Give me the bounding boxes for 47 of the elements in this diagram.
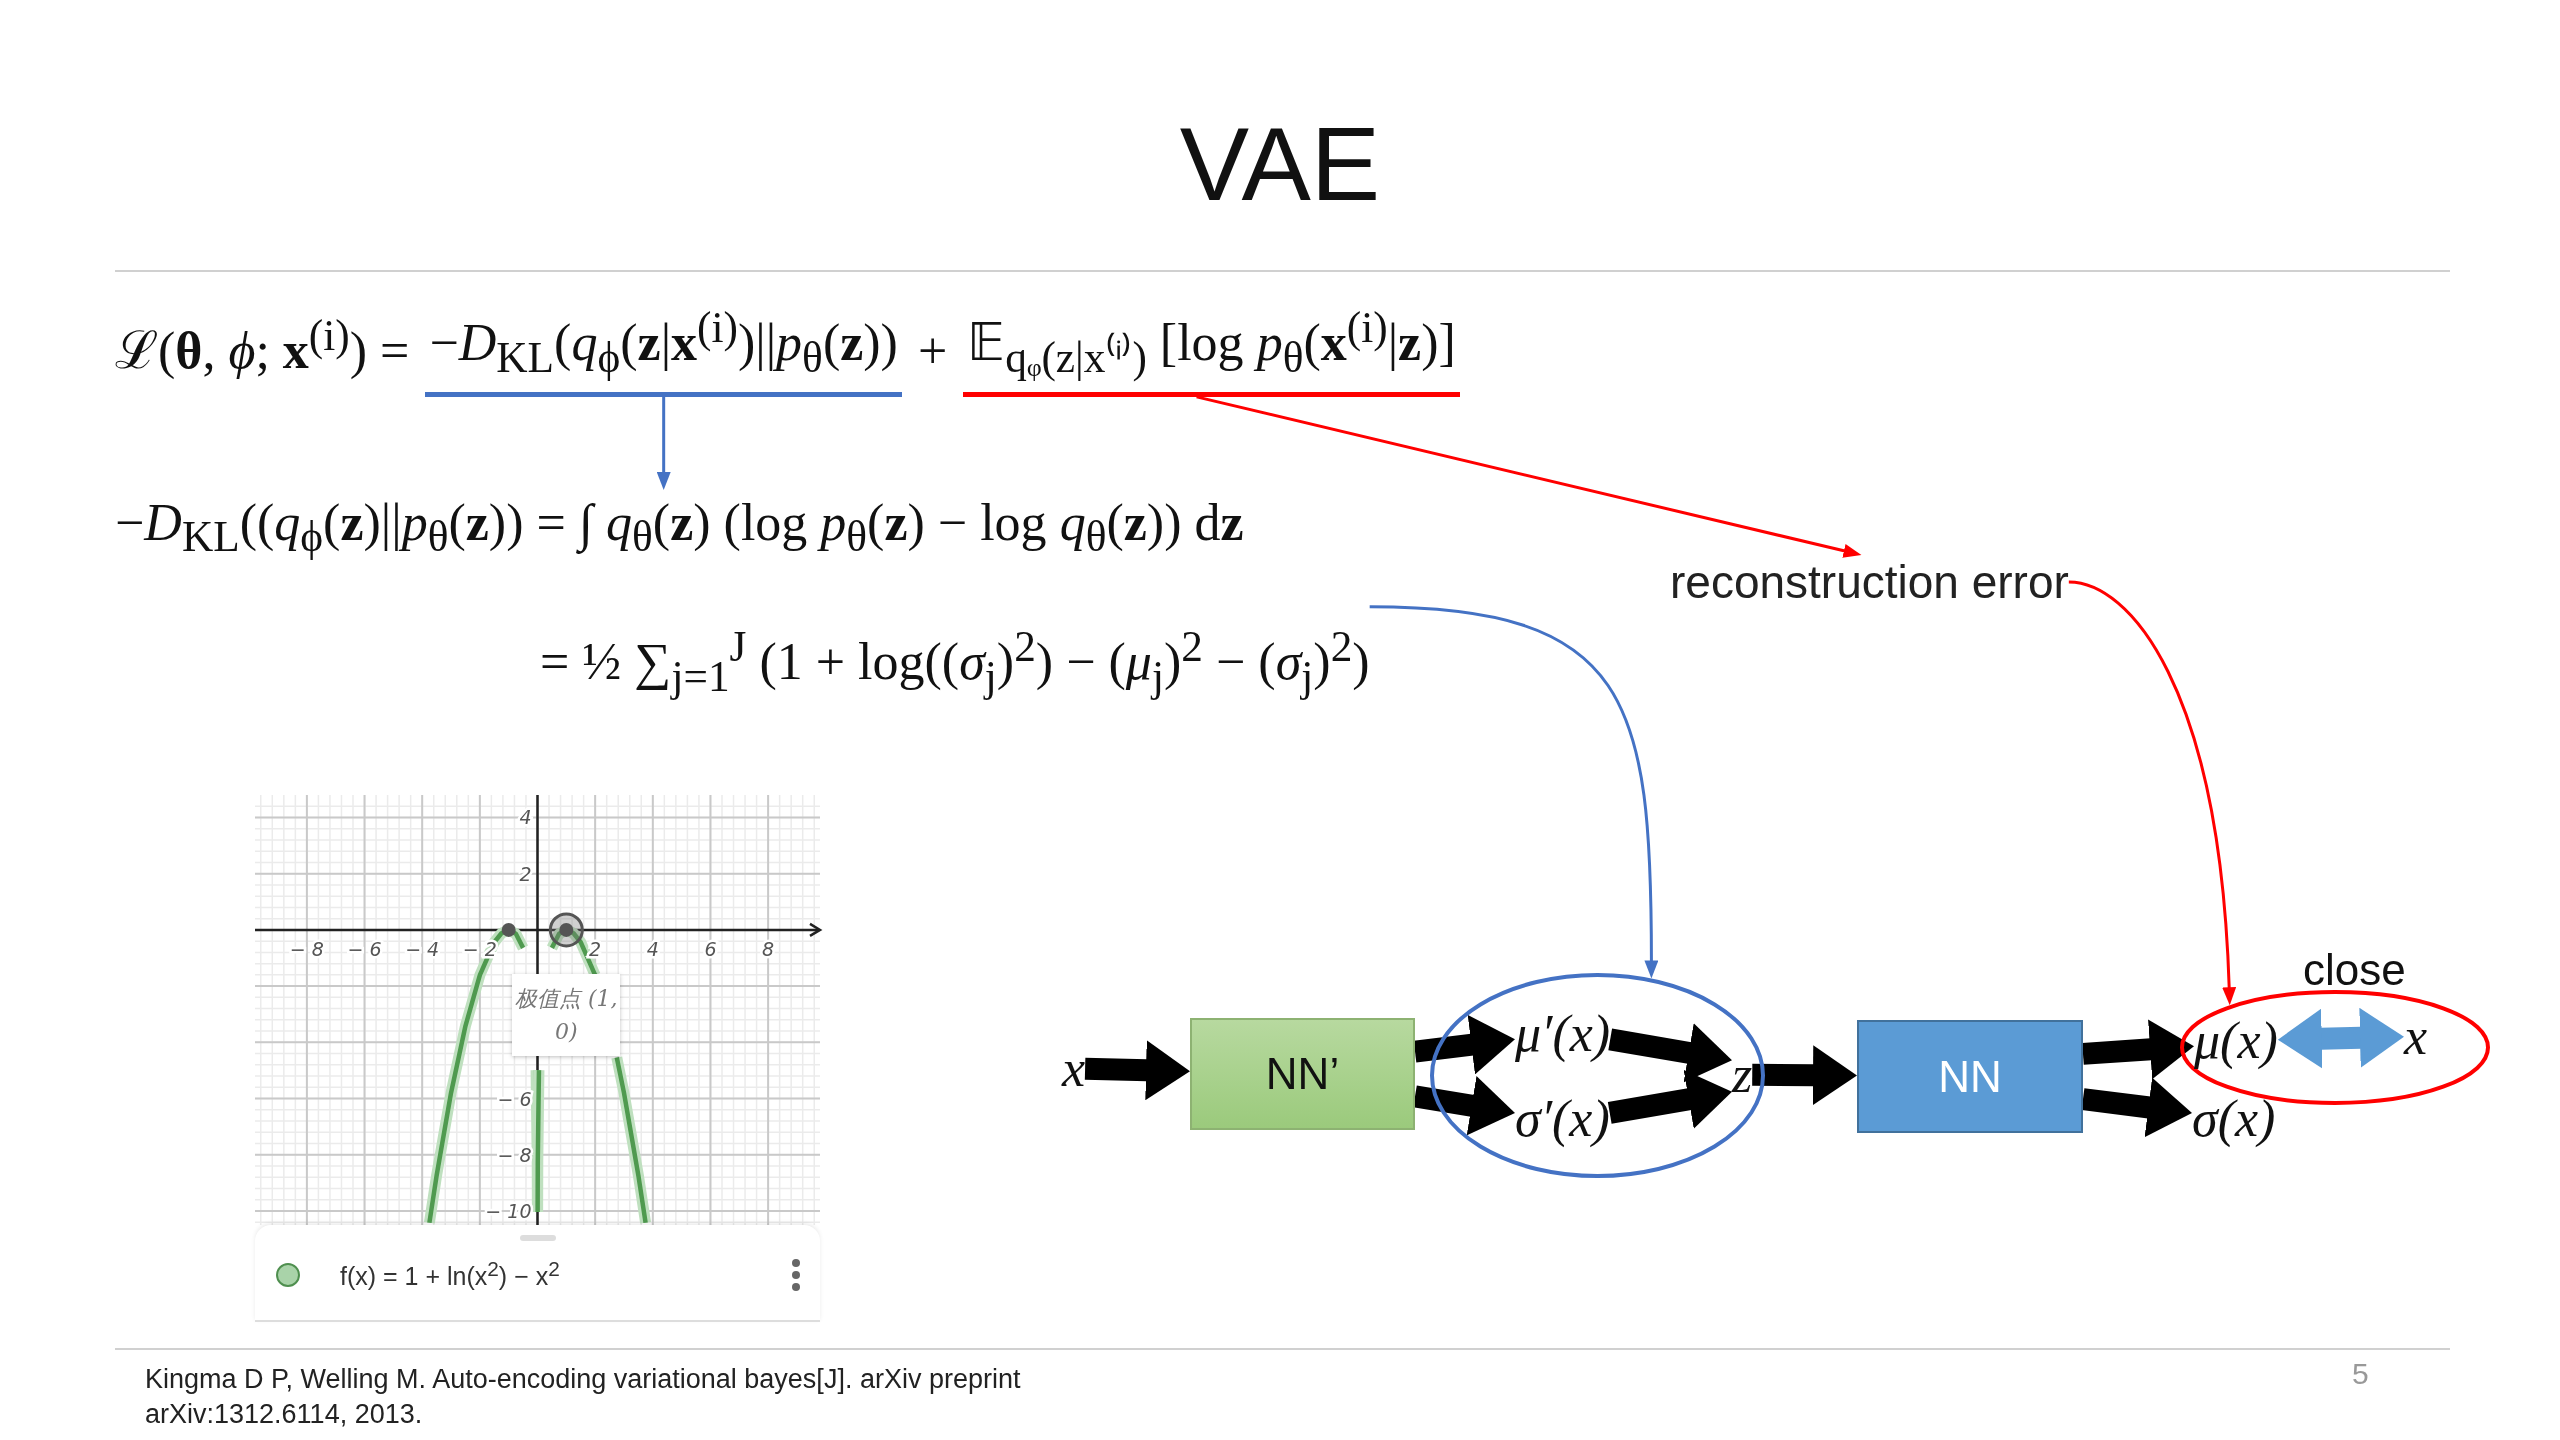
block-arrow	[1752, 1045, 1857, 1106]
block-arrow	[2081, 1077, 2192, 1138]
variable-label: z	[1732, 1046, 1753, 1104]
tick-label: − 10	[485, 1199, 532, 1222]
underlined-formula-term: −D$_{KL}$(q$_{ϕ}$(z|x$^{(i)}$)||p$_{θ}$(z))	[425, 300, 902, 397]
citation-text: Kingma D P, Welling M. Auto-encoding variational bayes[J]. arXiv preprint arXiv:1312.6114, 2013.	[145, 1363, 1022, 1432]
variable-label: σ(x)	[2192, 1090, 2276, 1148]
page-number: 5	[2352, 1357, 2369, 1391]
tick-label: 2	[589, 937, 602, 960]
legend-label: f(x) = 1 + ln(x$^{2}$) − x$^{2}$	[340, 1257, 560, 1292]
equation-line: = ½ ∑$_{j=1}$$^{J}$ (1 + log((σ$_{j}$)$^{2}$) − (μ$_{j}$)$^{2}$ − (σ$_{j}$)$^{2}$)	[540, 620, 1370, 702]
tick-label: − 8	[289, 937, 324, 960]
network-box: NN’	[1190, 1018, 1415, 1130]
equation-line: −D$_{KL}$((q$_{ϕ}$(z)||p$_{θ}$(z)) = ∫ q$_{θ}$(z) (log p$_{θ}$(z) − log q$_{θ}$(z)) dz	[115, 493, 1245, 563]
network-box: NN	[1857, 1020, 2083, 1133]
tick-label: 8	[762, 937, 775, 960]
variable-label: σ′(x)	[1515, 1090, 1610, 1148]
formula-text: +	[917, 320, 948, 381]
block-arrow	[1413, 1076, 1515, 1136]
annotation-text: reconstruction error	[1670, 555, 2069, 609]
tick-label: 6	[704, 937, 717, 960]
tick-label: − 4	[405, 937, 440, 960]
variable-label: μ′(x)	[1515, 1005, 1611, 1063]
block-arrow	[1607, 1069, 1732, 1129]
annotation-text: close	[2303, 945, 2406, 995]
tick-label: − 6	[347, 937, 382, 960]
block-arrow	[1084, 1040, 1190, 1101]
double-arrow	[2277, 1007, 2404, 1069]
slide-title: VAE	[1178, 105, 1382, 224]
tick-label: − 6	[497, 1087, 532, 1110]
tick-label: 4	[646, 937, 659, 960]
block-arrow	[1608, 1023, 1732, 1083]
arrow	[1369, 605, 1659, 979]
block-arrow	[1413, 1014, 1515, 1075]
underlined-formula-term: 𝔼$_{qᵩ(z|x⁽ⁱ⁾)}$ [log p$_{θ}$(x$^{(i)}$|z)]	[963, 300, 1460, 397]
variable-label: x	[2404, 1008, 2428, 1066]
arrow	[2068, 580, 2237, 1006]
block-arrow	[2082, 1019, 2194, 1080]
variable-label: μ(x)	[2194, 1012, 2278, 1070]
variable-label: x	[1062, 1040, 1086, 1098]
point-tooltip: 极值点 (1, 0)	[512, 973, 621, 1056]
arrow	[656, 396, 671, 490]
tick-label: 2	[519, 862, 532, 885]
tick-label: 4	[519, 806, 532, 829]
tick-label: − 8	[497, 1143, 532, 1166]
arrow	[1196, 395, 1862, 558]
formula-text: ℒ(θ, ϕ; x$^{(i)}$) =	[115, 309, 410, 381]
